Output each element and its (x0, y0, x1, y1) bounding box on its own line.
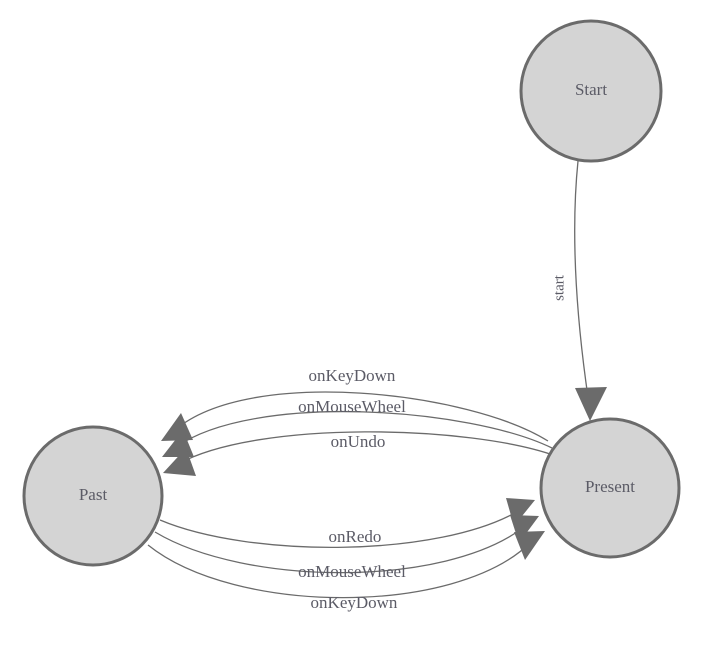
edge-present-to-past-onkeydown-path (174, 391, 549, 442)
edge-start-to-present: start (551, 160, 607, 421)
edge-present-to-past-onundo-path (177, 431, 557, 465)
edge-label-start: start (551, 274, 567, 301)
node-start-circle[interactable] (519, 19, 663, 163)
edge-present-to-past-onkeydown-arrowhead (161, 413, 193, 441)
node-start[interactable]: Start (519, 19, 663, 163)
edge-present-to-past-onundo-arrowhead (163, 448, 196, 476)
edge-present-to-past-onundo: onUndo (163, 431, 557, 476)
node-present[interactable]: Present (539, 417, 681, 559)
edge-past-to-present-onredo-path (159, 509, 521, 548)
edge-label-present-past-onmousewheel: onMouseWheel (298, 397, 406, 416)
edge-label-present-past-onkeydown: onKeyDown (309, 366, 396, 385)
node-past-label: Past (79, 485, 108, 504)
node-past-circle[interactable] (22, 425, 164, 567)
edge-present-to-past-onkeydown: onKeyDown (161, 366, 549, 442)
node-present-label: Present (585, 477, 635, 496)
edge-label-present-past-onundo: onUndo (331, 432, 386, 451)
node-present-circle[interactable] (539, 417, 681, 559)
edge-past-to-present-onmousewheel: onMouseWheel (154, 515, 539, 581)
edge-label-past-present-onmousewheel: onMouseWheel (298, 562, 406, 581)
node-start-label: Start (575, 80, 607, 99)
edge-start-to-present-arrowhead (575, 387, 607, 421)
edge-label-past-present-onkeydown: onKeyDown (311, 593, 398, 612)
edge-past-to-present-onkeydown-arrowhead (514, 531, 545, 560)
edge-past-to-present-onkeydown: onKeyDown (147, 531, 545, 612)
edge-start-to-present-path (574, 160, 590, 405)
edge-present-to-past-onmousewheel-path (175, 411, 553, 449)
edge-past-to-present-onmousewheel-path (154, 526, 525, 574)
edge-past-to-present-onkeydown-path (147, 542, 531, 599)
edge-past-to-present-onredo: onRedo (159, 498, 535, 548)
edge-label-past-present-onredo: onRedo (329, 527, 382, 546)
node-past[interactable]: Past (22, 425, 164, 567)
